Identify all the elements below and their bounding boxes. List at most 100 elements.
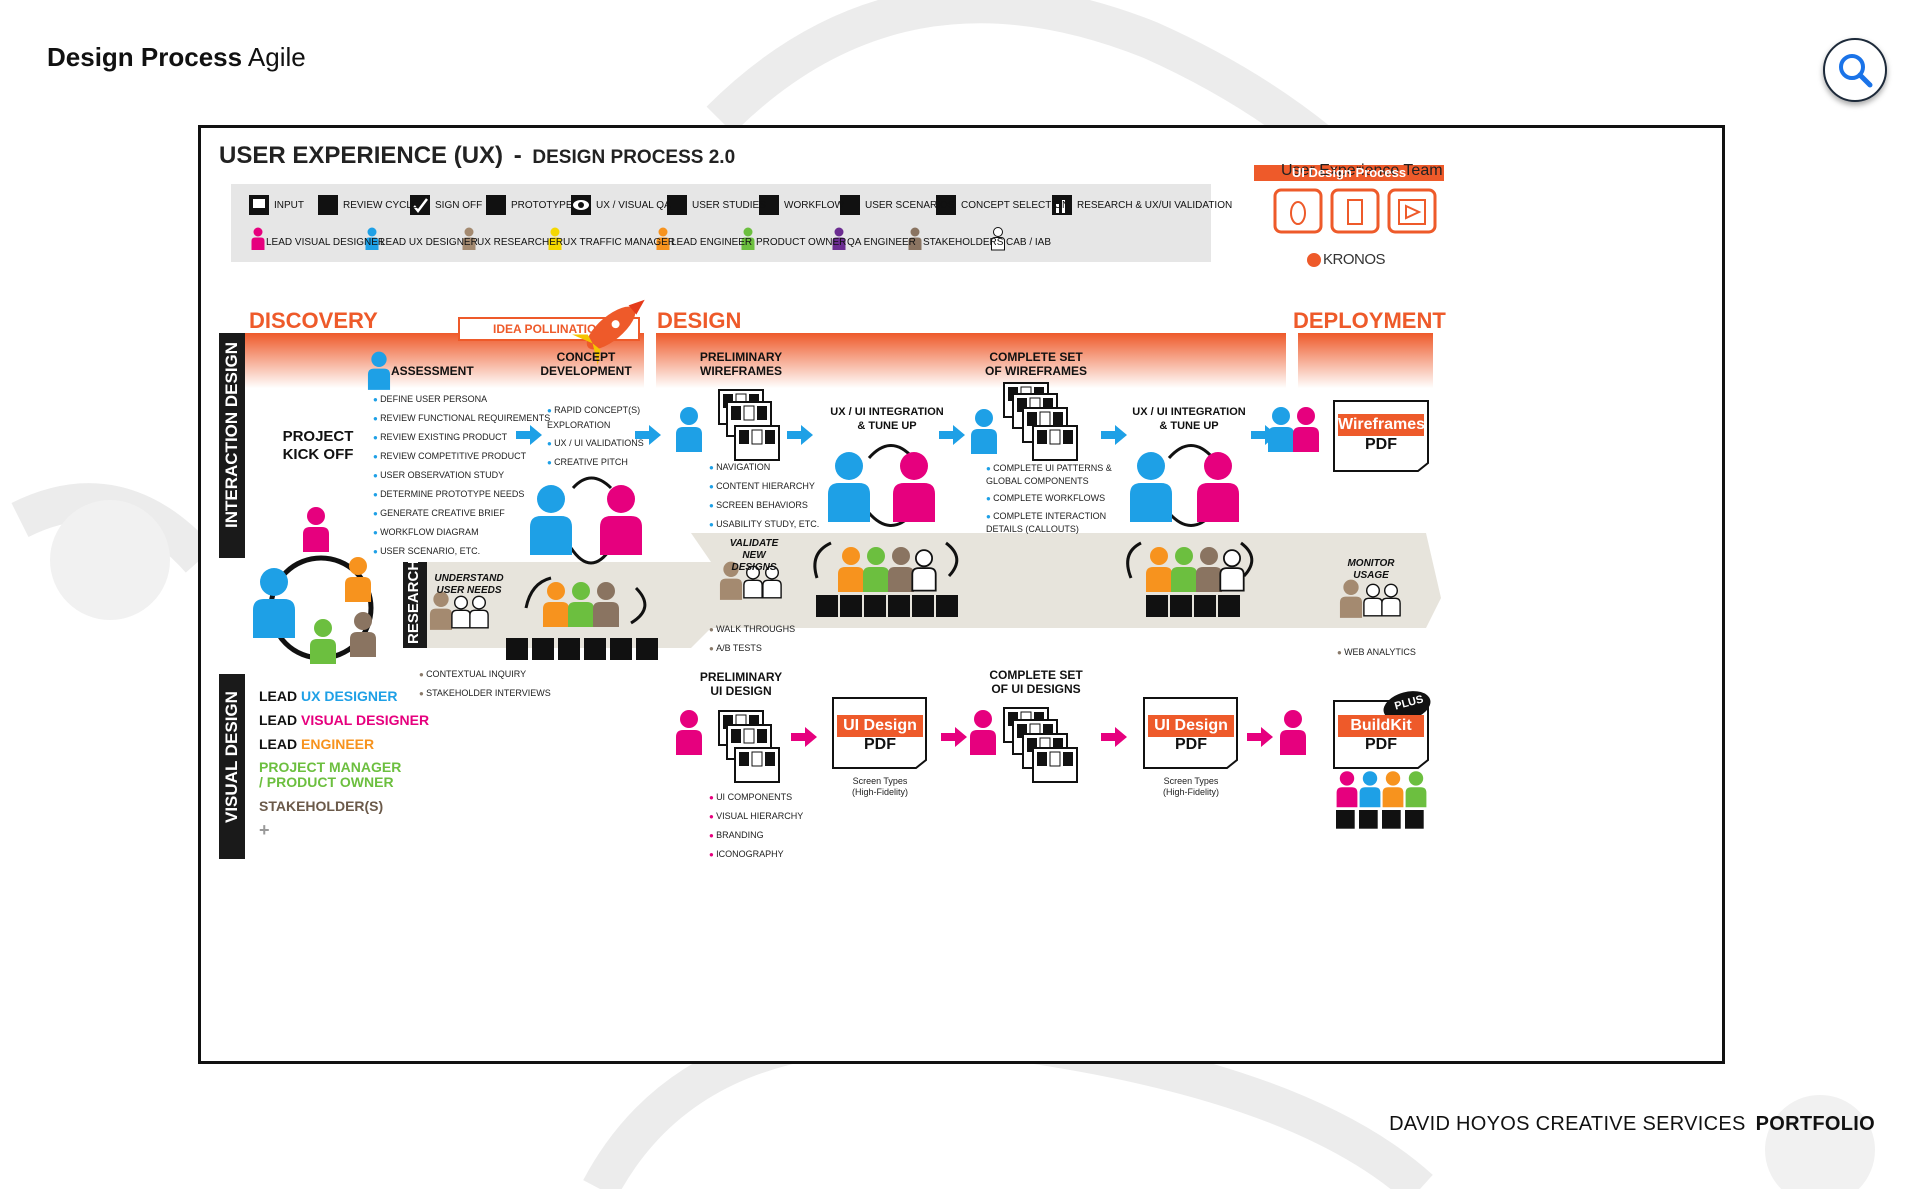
legend-input: INPUT — [274, 200, 304, 211]
role-item: STAKEHOLDER(S) — [259, 794, 429, 818]
complete-ui-title: COMPLETE SET OF UI DESIGNS — [989, 668, 1083, 696]
lane-research: RESEARCH — [405, 559, 422, 644]
kronos-logo: KRONOS — [1323, 251, 1386, 268]
assessment-item: GENERATE CREATIVE BRIEF — [373, 504, 550, 523]
phase-deployment: DEPLOYMENT — [1293, 308, 1446, 333]
assessment-list: DEFINE USER PERSONA REVIEW FUNCTIONAL RE… — [373, 390, 550, 561]
understand-item: CONTEXTUAL INQUIRY — [419, 665, 551, 684]
role-accent: UX DESIGNER — [301, 688, 398, 704]
integration-label-1: UX / UI INTEGRATION & TUNE UP — [830, 406, 944, 432]
role-prefix: LEAD — [259, 688, 301, 704]
assessment-item: USER OBSERVATION STUDY — [373, 466, 550, 485]
role-accent: PROJECT MANAGER / PRODUCT OWNER — [259, 759, 402, 790]
complete-wire-title: COMPLETE SET OF WIREFRAMES — [985, 350, 1087, 378]
interaction-lane-bar — [219, 333, 245, 558]
complete-wire-item: COMPLETE INTERACTION DETAILS (CALLOUTS) — [986, 510, 1112, 535]
phase-design: DESIGN — [657, 308, 742, 333]
roles-list: LEAD UX DESIGNER LEAD VISUAL DESIGNER LE… — [259, 684, 429, 842]
device-icon — [1330, 188, 1380, 234]
page-title-bold: Design Process — [47, 42, 243, 72]
role-item: LEAD VISUAL DESIGNER — [259, 708, 429, 732]
legend-role-ux: LEAD UX DESIGNER — [380, 237, 478, 248]
person-ux — [253, 568, 295, 638]
legend-concept: CONCEPT SELECTION — [961, 200, 1070, 211]
buildkit-doc-title: BuildKit — [1338, 715, 1424, 737]
understand-item: STAKEHOLDER INTERVIEWS — [419, 684, 551, 703]
role-accent: VISUAL DESIGNER — [301, 712, 430, 728]
complete-wire-item: COMPLETE UI PATTERNS & GLOBAL COMPONENTS — [986, 462, 1112, 487]
lane-interaction: INTERACTION DESIGN — [222, 341, 241, 528]
legend-role-engineer: LEAD ENGINEER — [671, 237, 753, 248]
rocket-icon — [572, 299, 645, 366]
wireframes-doc-title: Wireframes — [1338, 414, 1425, 436]
monitor-item: WEB ANALYTICS — [1337, 643, 1416, 662]
lane-visual: VISUAL DESIGN — [222, 691, 241, 823]
ui-doc-1-sub: PDF — [864, 736, 896, 753]
team-bar — [1254, 165, 1444, 181]
legend-role-cab: CAB / IAB — [1006, 237, 1052, 248]
board-title-dash: - — [513, 142, 522, 169]
prelim-wire-item: NAVIGATION — [709, 458, 819, 477]
monitor-label: MONITOR USAGE — [1347, 558, 1395, 581]
legend-scenarios: USER SCENARIOS — [865, 200, 955, 211]
wireframes-doc-sub: PDF — [1365, 436, 1397, 453]
prelim-ui-item: UI COMPONENTS — [709, 788, 803, 807]
design-band — [656, 333, 1286, 398]
legend-qa: UX / VISUAL QA — [596, 200, 671, 211]
search-button[interactable] — [1823, 38, 1887, 102]
footer-portfolio: PORTFOLIO — [1755, 1113, 1875, 1135]
validate-list: WALK THROUGHS A/B TESTS — [709, 620, 795, 658]
buildkit-tiles — [1336, 810, 1424, 829]
prelim-wire-title: PRELIMINARY WIREFRAMES — [699, 350, 783, 378]
prelim-wire-item: CONTENT HIERARCHY — [709, 477, 819, 496]
ui-doc-2-note: Screen Types (High-Fidelity) — [1162, 776, 1219, 797]
validate-label: VALIDATE NEW DESIGNS — [729, 538, 779, 573]
assessment-item: DETERMINE PROTOTYPE NEEDS — [373, 485, 550, 504]
role-accent: ENGINEER — [301, 736, 375, 752]
assessment-item: WORKFLOW DIAGRAM — [373, 523, 550, 542]
phase-discovery: DISCOVERY — [249, 308, 378, 333]
ui-doc-2-title: UI Design — [1148, 715, 1234, 737]
legend-review: REVIEW CYCLE — [343, 200, 419, 211]
prelim-ui-title: PRELIMINARY UI DESIGN — [699, 670, 783, 698]
complete-wire-list: COMPLETE UI PATTERNS & GLOBAL COMPONENTS… — [986, 462, 1112, 535]
complete-wire-item: COMPLETE WORKFLOWS — [986, 492, 1112, 505]
footer: DAVID HOYOS CREATIVE SERVICES PORTFOLIO — [1389, 1113, 1875, 1136]
deployment-band — [1298, 333, 1433, 398]
legend-role-owner: PRODUCT OWNER — [756, 237, 847, 248]
legend-role-visual: LEAD VISUAL DESIGNER — [266, 237, 386, 248]
page-title: Design Process Agile — [47, 42, 306, 73]
ui-doc-1-title: UI Design — [837, 715, 923, 737]
legend-role-researcher: UX RESEARCHER — [477, 237, 564, 248]
prelim-wire-list: NAVIGATION CONTENT HIERARCHY SCREEN BEHA… — [709, 458, 819, 534]
footer-credit: DAVID HOYOS CREATIVE SERVICES — [1389, 1113, 1746, 1135]
process-board: USER EXPERIENCE (UX) - DESIGN PROCESS 2.… — [198, 125, 1725, 1064]
page-title-rest: Agile — [247, 42, 306, 72]
plus-badge — [1383, 691, 1431, 721]
assessment-item: DEFINE USER PERSONA — [373, 390, 550, 409]
board-title-sub: DESIGN PROCESS 2.0 — [532, 147, 736, 168]
add-role-button[interactable]: + — [259, 820, 270, 840]
board-title: USER EXPERIENCE (UX) - DESIGN PROCESS 2.… — [219, 142, 735, 170]
legend-research: RESEARCH & UX/UI VALIDATION — [1077, 200, 1233, 211]
ui-doc-2-sub: PDF — [1175, 736, 1207, 753]
role-prefix: LEAD — [259, 736, 301, 752]
assessment-item: USER SCENARIO, ETC. — [373, 542, 550, 561]
monitor-list: WEB ANALYTICS — [1337, 643, 1416, 662]
buildkit-doc-sub: PDF — [1365, 736, 1397, 753]
legend-workflow: WORKFLOW — [784, 200, 844, 211]
role-item: LEAD ENGINEER — [259, 732, 429, 756]
role-item: LEAD UX DESIGNER — [259, 684, 429, 708]
mouse-icon — [1273, 188, 1323, 234]
prelim-ui-item: BRANDING — [709, 826, 803, 845]
understand-label: UNDERSTAND USER NEEDS — [434, 573, 504, 596]
research-lane-bar — [403, 562, 427, 648]
legend-role-qa: QA ENGINEER — [847, 237, 916, 248]
validate-item: WALK THROUGHS — [709, 620, 795, 639]
integration-label-2: UX / UI INTEGRATION & TUNE UP — [1132, 406, 1246, 432]
kronos-logo-icon — [1307, 253, 1321, 267]
prelim-ui-item: ICONOGRAPHY — [709, 845, 803, 864]
board-title-main: USER EXPERIENCE (UX) — [219, 142, 504, 169]
role-prefix: LEAD — [259, 712, 301, 728]
assessment-item: REVIEW COMPETITIVE PRODUCT — [373, 447, 550, 466]
